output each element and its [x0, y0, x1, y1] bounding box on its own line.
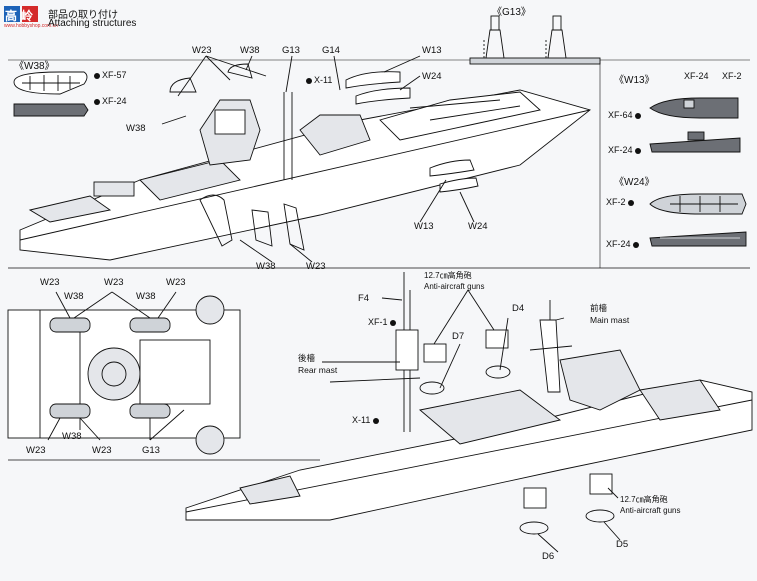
- shop-logo: 高岭 www.hobbyshop.com.cn: [4, 6, 66, 32]
- paint-dot-icon: [635, 147, 642, 154]
- callout-g13-upper: G13: [282, 45, 300, 56]
- caption-rear-mast-jp: 後檣: [298, 353, 316, 363]
- plan-callout-w23-b: W23: [104, 277, 124, 288]
- callout-w23-bottom: W23: [306, 261, 326, 272]
- callout-w23-upper: W23: [192, 45, 212, 56]
- paint-dot-icon: [390, 319, 397, 326]
- w24-detail: [649, 193, 747, 247]
- callout-d4: D4: [512, 303, 525, 314]
- callout-d5: D5: [616, 539, 629, 550]
- upper-ship: [19, 55, 591, 263]
- caption-aa-jp-top: 12.7㎝高角砲: [424, 271, 472, 280]
- paint-code-xf24-w13-hull: XF-24: [608, 146, 643, 155]
- plan-callout-w38-b: W38: [136, 291, 156, 302]
- caption-aa-jp-bottom: 12.7㎝高角砲: [620, 495, 668, 504]
- paint-code-xf64: XF-64: [608, 111, 643, 120]
- callout-w13-lower: W13: [414, 221, 434, 232]
- plan-callout-w23-c: W23: [166, 277, 186, 288]
- plan-callout-w23-d: W23: [26, 445, 46, 456]
- paint-code-xf2-w13: XF-2: [722, 71, 742, 81]
- caption-aa-en-top: Anti-aircraft guns: [424, 282, 485, 291]
- title-japanese: 部品の取り付け: [48, 10, 118, 21]
- section-label-w24: 《W24》: [614, 177, 655, 188]
- callout-w38-side: W38: [126, 123, 146, 134]
- plan-callout-w23-a: W23: [40, 277, 60, 288]
- section-label-w13: 《W13》: [614, 75, 655, 86]
- callout-f4: F4: [358, 293, 370, 304]
- caption-main-mast-en: Main mast: [590, 315, 630, 325]
- paint-code-x11-lower: X-11: [352, 416, 381, 425]
- section-label-g13: 《G13》: [492, 7, 531, 18]
- caption-aa-en-bottom: Anti-aircraft guns: [620, 506, 681, 515]
- callout-w13-upper: W13: [422, 45, 442, 56]
- caption-rear-mast-en: Rear mast: [298, 365, 338, 375]
- callout-w38-bottom: W38: [256, 261, 276, 272]
- paint-code-xf1: XF-1: [368, 318, 398, 327]
- callout-w38-upper: W38: [240, 45, 260, 56]
- paint-dot-icon: [628, 199, 635, 206]
- paint-code-xf2-w24: XF-2: [606, 198, 636, 207]
- paint-dot-icon: [372, 417, 379, 424]
- shop-logo-mark: [4, 6, 38, 22]
- plan-callout-g13: G13: [142, 445, 160, 456]
- paint-code-x11-upper: X-11: [306, 76, 332, 85]
- paint-dot-icon: [633, 241, 640, 248]
- callout-w24-lower: W24: [468, 221, 488, 232]
- paint-code-xf24: XF-24: [94, 97, 127, 106]
- paint-dot-icon: [635, 112, 642, 119]
- plan-callout-w23-e: W23: [92, 445, 112, 456]
- callout-d6: D6: [542, 551, 555, 562]
- callout-d7: D7: [452, 331, 465, 342]
- plan-callout-w38-c: W38: [62, 431, 82, 442]
- logo-url: www.hobbyshop.com.cn: [4, 23, 58, 29]
- section-label-w38: 《W38》: [14, 61, 55, 72]
- paint-code-xf57: XF-57: [94, 71, 127, 80]
- paint-dot-icon: [94, 72, 100, 79]
- caption-main-mast-jp: 前檣: [590, 303, 608, 313]
- paint-code-xf24-w24: XF-24: [606, 240, 641, 249]
- title-english: Attaching structures: [48, 18, 137, 29]
- paint-dot-icon: [306, 77, 312, 84]
- plan-callout-w38-a: W38: [64, 291, 84, 302]
- w13-detail: [649, 97, 741, 153]
- paint-code-xf24-w13: XF-24: [684, 71, 709, 81]
- g13-detail: [469, 15, 601, 65]
- callout-w24-upper: W24: [422, 71, 442, 82]
- callout-g14: G14: [322, 45, 340, 56]
- w38-detail: [13, 71, 89, 117]
- lower-ship: [185, 272, 753, 553]
- paint-dot-icon: [94, 98, 100, 105]
- top-view-plan: [7, 291, 241, 455]
- logo-text: 高岭: [5, 9, 38, 23]
